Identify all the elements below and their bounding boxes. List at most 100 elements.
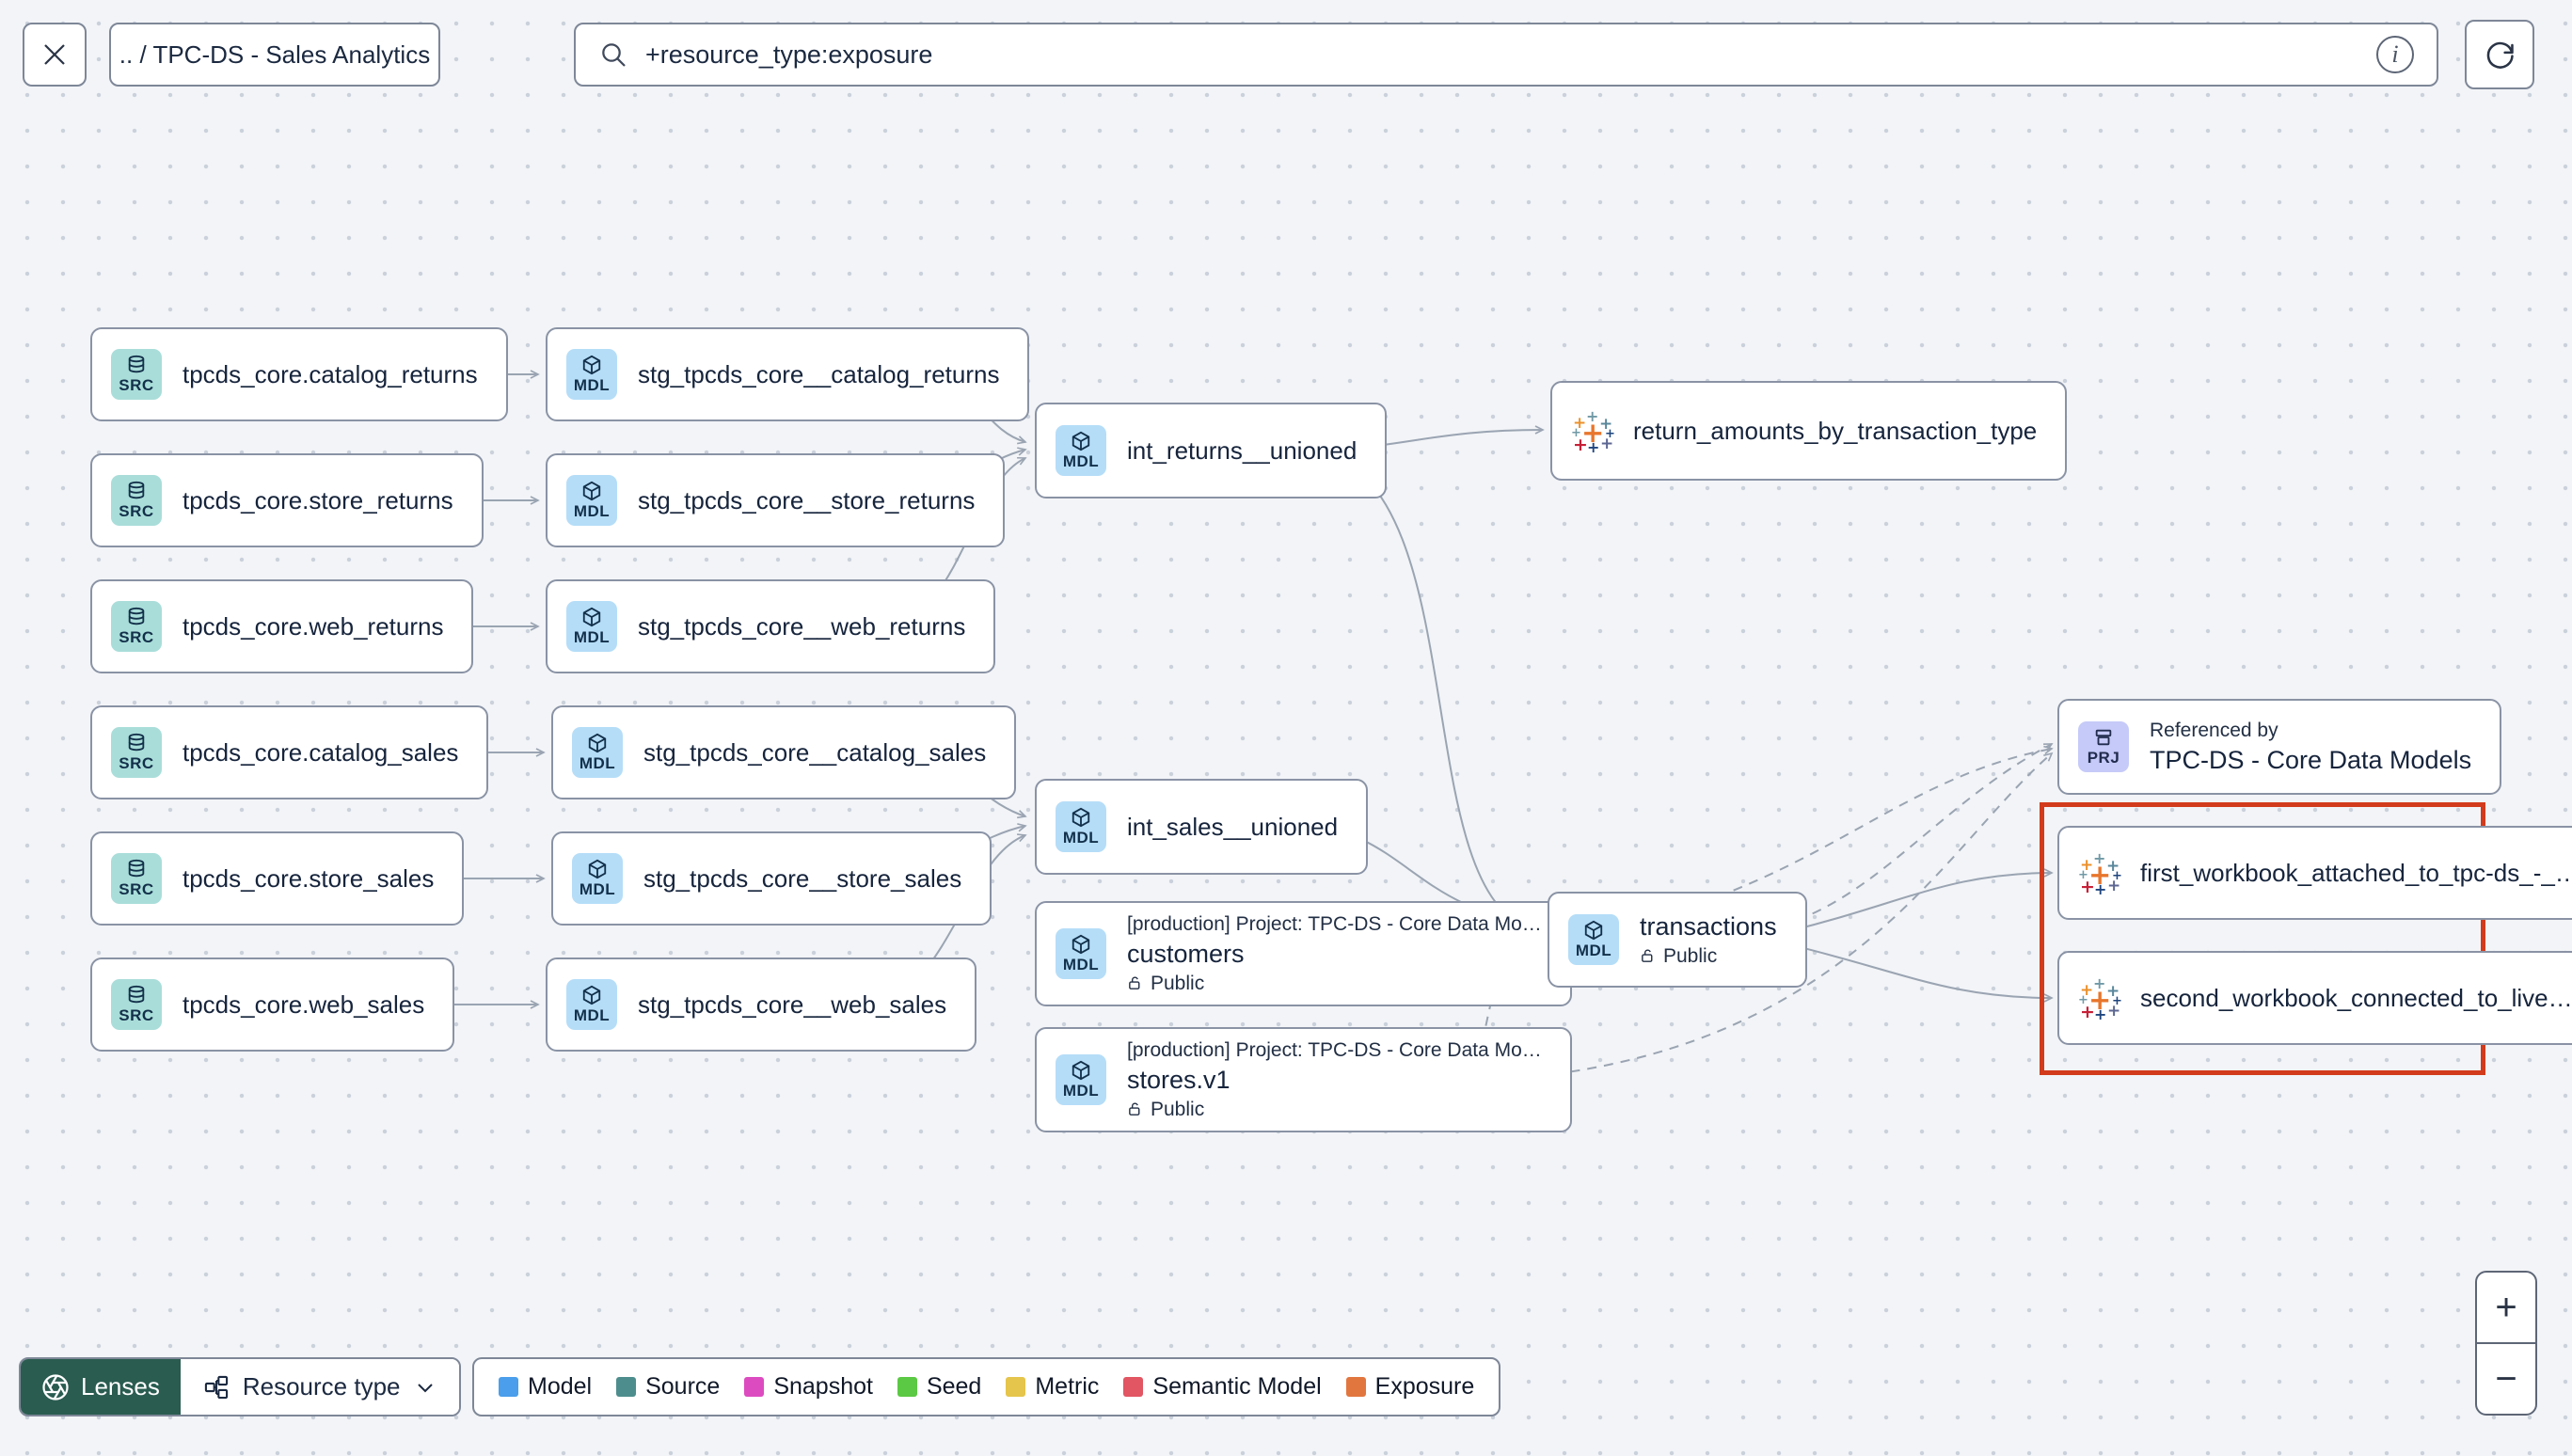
badge-label: SRC [119,501,154,520]
node-label: return_amounts_by_transaction_type [1633,416,2038,445]
cube-icon [1584,920,1603,940]
refresh-button[interactable] [2465,20,2534,89]
cube-icon [582,607,601,626]
source-badge: SRC [111,349,162,400]
badge-label: MDL [579,879,616,898]
node-label: TPC-DS - Core Data Models [2150,745,2472,774]
badge-label: MDL [573,501,611,520]
legend-item-exposure: Exposure [1345,1373,1474,1401]
node-customers[interactable]: MDL [production] Project: TPC-DS - Core … [1035,901,1572,1006]
tableau-icon: + + + + + + + + + [2078,974,2122,1023]
zoom-controls: + − [2475,1271,2537,1416]
database-icon [128,607,145,625]
tableau-icon: + + + + + + + + + [1571,407,1615,456]
node-label: tpcds_core.web_sales [183,989,425,1019]
model-badge: MDL [572,727,623,778]
search-input[interactable] [645,40,2359,70]
unlock-icon [1129,976,1140,989]
node-source-catalog-returns[interactable]: SRC tpcds_core.catalog_returns [90,327,508,421]
cube-icon [1072,431,1090,451]
badge-label: MDL [573,375,611,394]
node-transactions[interactable]: MDL transactions Public [1548,892,1807,988]
model-badge: MDL [566,349,617,400]
legend-item-semantic-model: Semantic Model [1123,1373,1322,1401]
node-source-store-returns[interactable]: SRC tpcds_core.store_returns [90,453,484,547]
badge-label: MDL [1062,828,1100,847]
info-icon[interactable]: i [2376,36,2414,73]
model-badge: MDL [566,601,617,652]
database-icon [128,859,145,877]
source-badge: SRC [111,727,162,778]
legend-item-snapshot: Snapshot [744,1373,873,1401]
node-int-sales-unioned[interactable]: MDL int_sales__unioned [1035,779,1369,875]
legend-item-model: Model [499,1373,592,1401]
model-badge: MDL [1568,914,1619,965]
model-badge: MDL [1056,425,1106,476]
cube-icon [588,859,607,878]
node-stg-store-sales[interactable]: MDL stg_tpcds_core__store_sales [551,831,992,926]
node-stg-web-sales[interactable]: MDL stg_tpcds_core__web_sales [546,957,977,1052]
source-badge: SRC [111,979,162,1030]
project-badge: PRJ [2078,721,2129,772]
node-label: first_workbook_attached_to_tpc-ds_-_… [2140,858,2572,887]
node-label: second_workbook_connected_to_live… [2140,983,2572,1012]
metric-color-chip [1006,1377,1026,1397]
source-badge: SRC [111,853,162,904]
lenses-button[interactable]: Lenses [21,1359,181,1415]
node-label: stg_tpcds_core__catalog_sales [643,737,987,767]
node-source-web-returns[interactable]: SRC tpcds_core.web_returns [90,579,474,673]
node-stg-catalog-sales[interactable]: MDL stg_tpcds_core__catalog_sales [551,705,1017,799]
badge-label: PRJ [2087,748,2120,767]
badge-label: SRC [119,375,154,394]
breadcrumb[interactable]: .. / TPC-DS - Sales Analytics [109,23,440,87]
cube-icon [582,355,601,374]
zoom-in-button[interactable]: + [2477,1273,2535,1344]
node-source-store-sales[interactable]: SRC tpcds_core.store_sales [90,831,465,926]
snapshot-color-chip [744,1377,765,1397]
node-int-returns-unioned[interactable]: MDL int_returns__unioned [1035,403,1388,499]
node-source-catalog-sales[interactable]: SRC tpcds_core.catalog_sales [90,705,489,799]
model-badge: MDL [566,979,617,1030]
badge-label: MDL [1062,451,1100,470]
badge-label: SRC [119,753,154,772]
node-source-web-sales[interactable]: SRC tpcds_core.web_sales [90,957,455,1052]
node-label: stg_tpcds_core__store_sales [643,863,962,893]
seed-color-chip [897,1377,917,1397]
badge-label: MDL [573,1005,611,1024]
database-icon [128,733,145,751]
badge-label: MDL [573,627,611,646]
source-badge: SRC [111,601,162,652]
resource-type-label: Resource type [242,1372,401,1401]
zoom-out-button[interactable]: − [2495,1357,2517,1400]
source-badge: SRC [111,475,162,526]
database-icon [128,355,145,372]
node-stg-catalog-returns[interactable]: MDL stg_tpcds_core__catalog_returns [546,327,1030,421]
semantic-model-color-chip [1123,1377,1144,1397]
node-label: stores.v1 [1127,1065,1230,1094]
node-exposure-second-workbook[interactable]: + + + + + + + + + second_workbook_connec… [2057,951,2572,1045]
node-label: tpcds_core.catalog_sales [183,737,459,767]
project-label: [production] Project: TPC-DS - Core Data… [1127,912,1542,935]
node-stores-v1[interactable]: MDL [production] Project: TPC-DS - Core … [1035,1027,1572,1132]
search-bar[interactable]: i [574,23,2438,87]
cube-icon [582,481,601,500]
node-stg-web-returns[interactable]: MDL stg_tpcds_core__web_returns [546,579,996,673]
node-exposure-return-amounts[interactable]: + + + + + + + + + return_amounts_by_tran… [1550,381,2068,481]
legend-item-metric: Metric [1006,1373,1099,1401]
exposure-color-chip [1345,1377,1366,1397]
lenses-control: Lenses Resource type [19,1357,461,1416]
node-label: int_sales__unioned [1127,812,1339,841]
node-referenced-by-project[interactable]: PRJ Referenced by TPC-DS - Core Data Mod… [2057,699,2502,795]
badge-label: MDL [579,753,616,772]
close-button[interactable] [23,23,87,87]
node-label: tpcds_core.store_returns [183,485,453,514]
node-exposure-first-workbook[interactable]: + + + + + + + + + first_workbook_attache… [2057,826,2572,920]
legend-bar: Model Source Snapshot Seed Metric Semant… [472,1357,1501,1416]
chevron-down-icon [417,1383,433,1392]
node-stg-store-returns[interactable]: MDL stg_tpcds_core__store_returns [546,453,1006,547]
legend-item-seed: Seed [897,1373,981,1401]
resource-type-dropdown[interactable]: Resource type [180,1359,459,1415]
breadcrumb-label: .. / TPC-DS - Sales Analytics [119,40,431,69]
cube-icon [1072,807,1090,827]
